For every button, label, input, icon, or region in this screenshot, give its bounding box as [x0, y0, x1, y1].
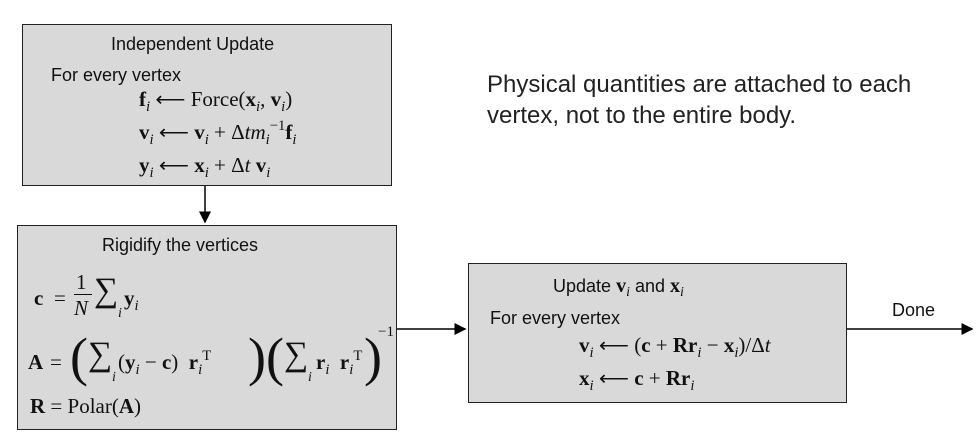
- update-for-every-vertex-label: For every vertex: [490, 308, 621, 328]
- note-line-1: Physical quantities are attached to each: [487, 71, 912, 98]
- force-equation: fi ⟵ Force(xi, vi): [139, 87, 293, 116]
- independent-update-title: Independent Update: [111, 34, 275, 54]
- position-prediction-equation: yi ⟵ xi + Δt vi: [139, 153, 271, 182]
- for-every-vertex-label: For every vertex: [51, 65, 182, 85]
- rigidify-title: Rigidify the vertices: [102, 235, 259, 255]
- done-label: Done: [892, 300, 936, 320]
- rotation-polar-equation: R = Polar(A): [30, 394, 142, 418]
- polar-function-name: Polar: [67, 394, 112, 418]
- force-function-name: Force: [190, 87, 239, 111]
- position-update-equation: xi ⟵ c + Rri: [579, 366, 695, 395]
- rigidify-box: Rigidify the vertices c = 1 N ∑ i yi A =…: [17, 225, 397, 430]
- velocity-equation: vi ⟵ vi + Δtmi−1fi: [139, 118, 297, 149]
- note-line-2: vertex, not to the entire body.: [487, 102, 797, 129]
- update-title: Update vi and xi: [553, 275, 684, 301]
- velocity-update-equation: vi ⟵ (c + Rri − xi)/Δt: [579, 333, 771, 362]
- update-box: Update vi and xi For every vertex vi ⟵ (…: [468, 263, 847, 403]
- independent-update-box: Independent Update For every vertex fi ⟵…: [22, 24, 392, 186]
